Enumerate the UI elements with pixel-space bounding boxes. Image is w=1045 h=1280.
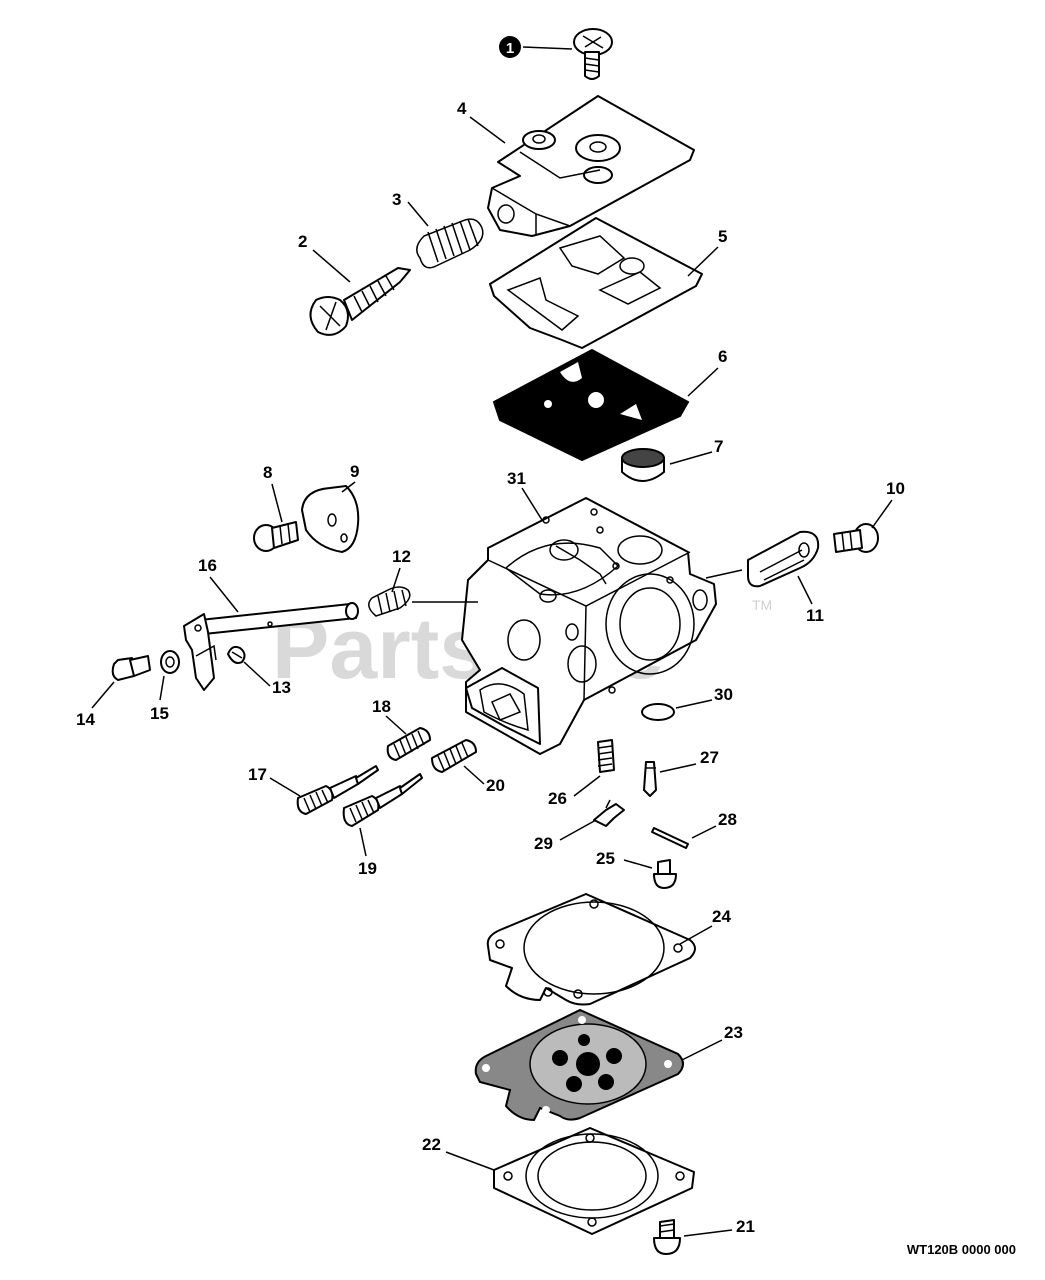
leader-8 xyxy=(271,483,283,523)
leader-30 xyxy=(675,699,713,709)
callout-4: 4 xyxy=(457,99,467,118)
part-12-spring[interactable] xyxy=(368,586,478,617)
callout-14: 14 xyxy=(76,710,95,729)
leader-16 xyxy=(209,576,239,613)
leader-28 xyxy=(691,825,717,839)
leader-26 xyxy=(573,775,601,797)
part-19-needle[interactable] xyxy=(342,773,423,827)
part-2-long-screw[interactable] xyxy=(309,267,411,336)
part-14-screw[interactable] xyxy=(111,655,151,681)
part-17-needle[interactable] xyxy=(296,765,379,815)
leader-7 xyxy=(669,451,713,465)
callout-9: 9 xyxy=(350,462,359,481)
part-8-screw[interactable] xyxy=(253,521,299,552)
leader-14 xyxy=(91,681,115,709)
callout-13: 13 xyxy=(272,678,291,697)
leader-2 xyxy=(312,249,351,283)
callout-27: 27 xyxy=(700,748,719,767)
part-1-screw[interactable] xyxy=(573,28,613,80)
callout-29: 29 xyxy=(534,834,553,853)
part-21-screw[interactable] xyxy=(653,1219,681,1255)
callout-2: 2 xyxy=(298,232,307,251)
diagram-code: WT120B 0000 000 xyxy=(907,1242,1016,1257)
part-27-inlet-needle[interactable] xyxy=(643,761,657,797)
leader-21 xyxy=(683,1229,733,1237)
callout-8: 8 xyxy=(263,463,272,482)
part-25-screw[interactable] xyxy=(653,859,677,889)
callout-16: 16 xyxy=(198,556,217,575)
part-15-washer[interactable] xyxy=(160,650,180,674)
leader-6 xyxy=(687,367,719,397)
leader-10 xyxy=(871,499,893,529)
callout-21: 21 xyxy=(736,1217,755,1236)
callout-10: 10 xyxy=(886,479,905,498)
part-20-spring[interactable] xyxy=(431,739,477,773)
leader-17 xyxy=(269,777,301,797)
part-24-gasket[interactable] xyxy=(486,893,696,1006)
callout-12: 12 xyxy=(392,547,411,566)
callout-1-badge xyxy=(499,36,521,58)
callout-28: 28 xyxy=(718,810,737,829)
leader-5 xyxy=(687,246,719,277)
leader-20 xyxy=(463,765,485,785)
callout-11: 11 xyxy=(806,606,824,625)
callout-7: 7 xyxy=(714,437,723,456)
callout-23: 23 xyxy=(724,1023,743,1042)
part-7-filter-screen[interactable] xyxy=(621,448,665,482)
leader-9 xyxy=(341,481,356,493)
leader-27 xyxy=(659,763,697,773)
watermark-tm: TM xyxy=(752,597,772,613)
part-18-spring[interactable] xyxy=(386,727,431,761)
part-22-cover[interactable] xyxy=(493,1127,695,1235)
callout-18: 18 xyxy=(372,697,391,716)
leader-23 xyxy=(681,1039,723,1061)
part-30-o-ring[interactable] xyxy=(641,703,675,721)
callout-15: 15 xyxy=(150,704,169,723)
part-6-diaphragm[interactable] xyxy=(492,348,690,462)
part-28-pin[interactable] xyxy=(651,827,689,849)
part-16-throttle-shaft[interactable] xyxy=(183,602,359,691)
leader-11b xyxy=(705,569,743,579)
callout-1: 1 xyxy=(506,40,514,57)
callout-24: 24 xyxy=(712,907,731,926)
part-11-lever[interactable] xyxy=(747,530,820,588)
part-10-screw[interactable] xyxy=(833,523,879,553)
leader-31 xyxy=(521,487,543,521)
callout-3: 3 xyxy=(392,190,401,209)
leader-15 xyxy=(159,675,165,701)
leader-3 xyxy=(407,201,429,227)
part-31-carburetor-body[interactable] xyxy=(461,497,717,755)
part-4-pump-cover[interactable] xyxy=(487,95,695,237)
part-3-spring[interactable] xyxy=(416,218,484,269)
leader-4 xyxy=(469,116,506,144)
callout-22: 22 xyxy=(422,1135,441,1154)
callout-31: 31 xyxy=(507,469,526,488)
part-5-gasket[interactable] xyxy=(489,217,703,349)
leader-13 xyxy=(243,661,271,687)
callout-20: 20 xyxy=(486,776,505,795)
callout-6: 6 xyxy=(718,347,727,366)
leader-29 xyxy=(559,819,597,841)
callout-5: 5 xyxy=(718,227,727,246)
callout-26: 26 xyxy=(548,789,567,808)
part-13-clip[interactable] xyxy=(227,645,246,664)
leader-19 xyxy=(359,827,367,857)
callout-25: 25 xyxy=(596,849,615,868)
callout-19: 19 xyxy=(358,859,377,878)
part-23-metering-diaphragm[interactable] xyxy=(474,1008,684,1122)
callout-30: 30 xyxy=(714,685,733,704)
leader-11 xyxy=(797,575,813,605)
part-29-metering-lever[interactable] xyxy=(593,799,625,827)
leader-12 xyxy=(391,567,401,593)
part-9-throttle-plate[interactable] xyxy=(301,485,360,553)
leader-24 xyxy=(679,925,713,945)
callout-17: 17 xyxy=(248,765,267,784)
leader-18 xyxy=(385,715,407,735)
leader-1 xyxy=(522,46,573,50)
leader-22 xyxy=(445,1151,495,1171)
part-26-spring[interactable] xyxy=(597,739,615,773)
leader-25 xyxy=(623,859,653,869)
